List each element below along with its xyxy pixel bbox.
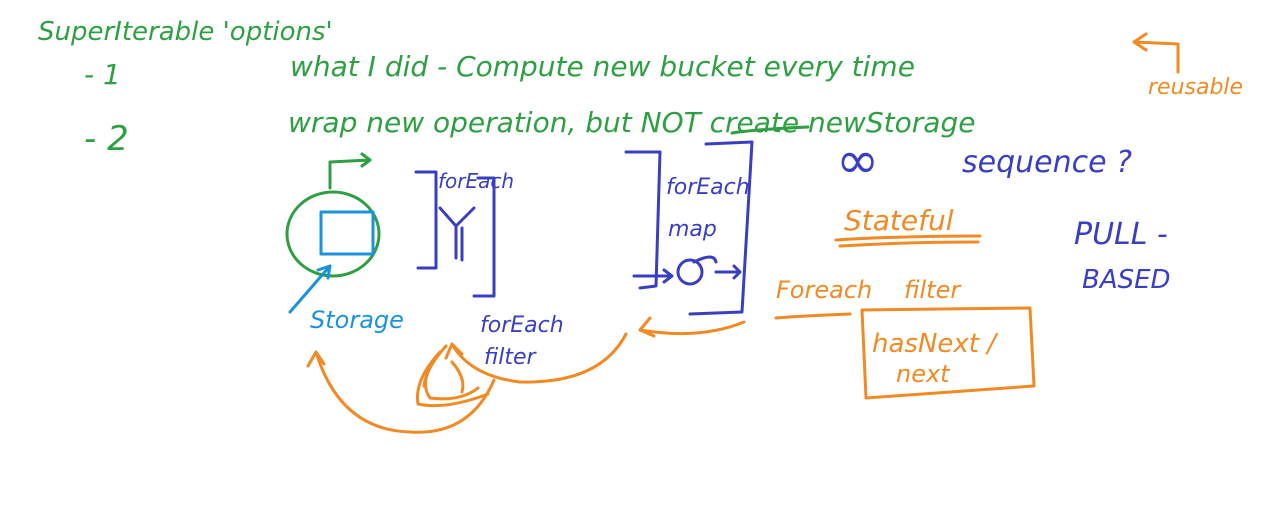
foreach-filter-line2: filter	[484, 345, 537, 370]
hasnext-box	[860, 306, 1036, 400]
storage-pointer	[288, 264, 332, 314]
pull-arrow-loop-3	[424, 362, 480, 401]
sequence-text: sequence ?	[962, 145, 1132, 180]
right-bracket-left	[624, 150, 662, 290]
foreach-concept-underline	[774, 312, 852, 320]
heading-text: SuperIterable 'options'	[38, 17, 333, 47]
foreach-right-label: forEach	[666, 175, 750, 200]
filter-concept-text: filter	[904, 276, 962, 304]
pull-arrow-filter-to-foreach	[444, 332, 628, 384]
stateful-underline	[834, 234, 982, 248]
pull-arrow-loop-4	[450, 360, 465, 394]
funnel-icon	[438, 206, 476, 262]
hasnext-line1: hasNext /	[872, 329, 999, 359]
item1-text: what I did - Compute new bucket every ti…	[290, 50, 915, 83]
foreach-left-label: forEach	[438, 169, 514, 193]
reusable-text: reusable	[1148, 75, 1243, 100]
foreach-filter-line1: forEach	[480, 313, 564, 338]
storage-top-arrow	[328, 152, 372, 190]
left-bracket-outer	[414, 170, 438, 270]
based-text: BASED	[1082, 265, 1171, 295]
storage-circle	[285, 190, 381, 278]
foreach-concept-text: Foreach	[776, 276, 872, 304]
map-output-arrow	[714, 264, 742, 280]
map-label: map	[668, 217, 717, 242]
storage-label: Storage	[310, 306, 404, 334]
infinity-symbol: ∞	[836, 131, 879, 191]
item2-text: wrap new operation, but NOT create newSt…	[288, 106, 975, 139]
pull-text: PULL -	[1074, 217, 1168, 252]
map-node-icon	[676, 258, 704, 286]
pull-arrow-to-storage	[306, 350, 496, 434]
hasnext-line2: next	[896, 360, 951, 388]
left-bracket-inner	[472, 176, 496, 298]
stateful-text: Stateful	[844, 204, 954, 237]
reusable-arrow	[1132, 32, 1180, 74]
storage-box-icon	[319, 210, 375, 256]
map-node-tail	[692, 255, 718, 264]
right-bracket-right	[688, 140, 754, 316]
map-input-arrow	[632, 268, 674, 284]
item1-marker: - 1	[84, 58, 121, 91]
not-underline	[730, 125, 810, 135]
pull-arrow-map-to-filter	[638, 316, 746, 338]
item2-marker: - 2	[84, 119, 129, 159]
pull-arrow-loop-2	[415, 350, 490, 408]
